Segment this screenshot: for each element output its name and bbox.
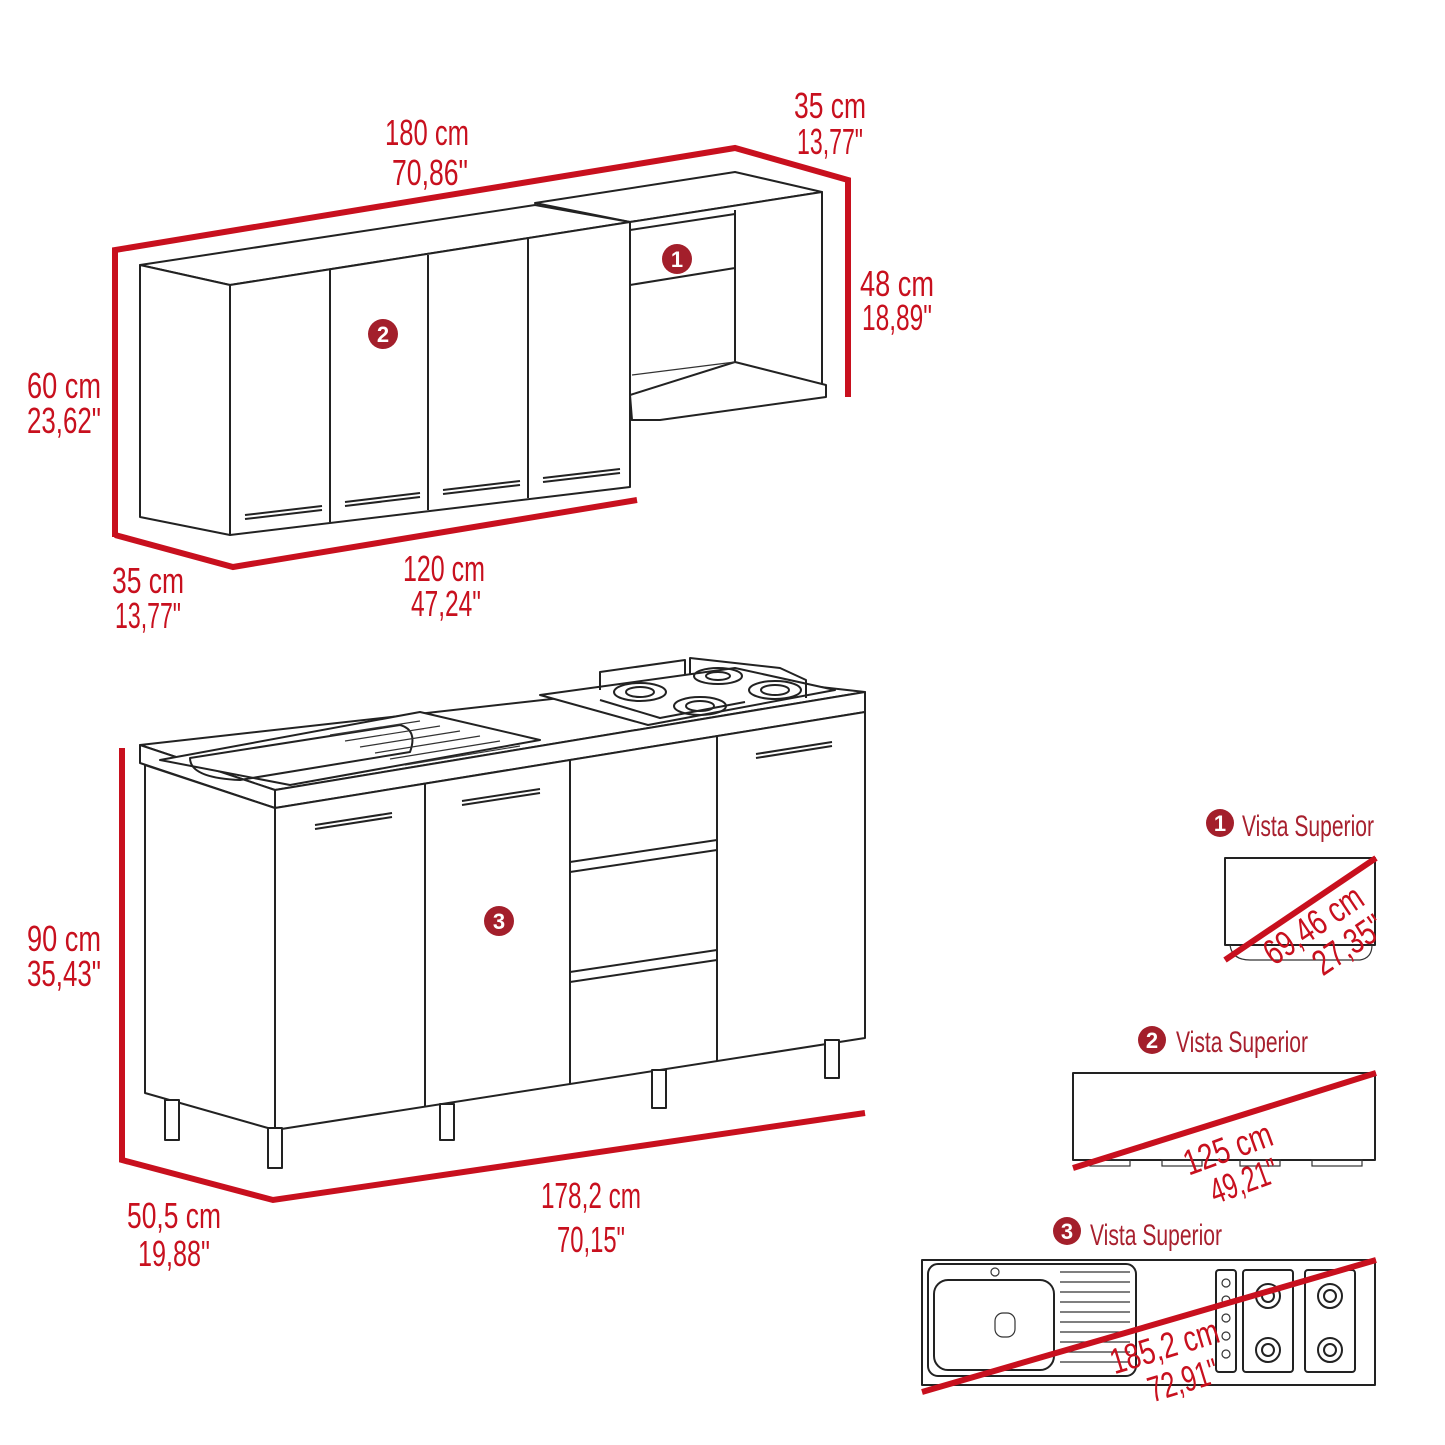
- label-upper-depth: 35 cm 13,77": [112, 560, 184, 636]
- svg-text:19,88": 19,88": [138, 1233, 210, 1274]
- svg-text:3: 3: [493, 909, 505, 934]
- svg-text:18,89": 18,89": [862, 297, 932, 338]
- svg-text:Vista Superior: Vista Superior: [1176, 1026, 1308, 1059]
- svg-text:13,77": 13,77": [115, 595, 181, 636]
- label-upper-width: 120 cm 47,24": [403, 548, 485, 624]
- svg-text:3: 3: [1061, 1219, 1073, 1244]
- svg-text:48 cm: 48 cm: [860, 263, 934, 304]
- upper-cabinet-drawing: [139, 171, 827, 536]
- badge-3: 3: [484, 906, 514, 936]
- svg-text:2: 2: [377, 322, 389, 347]
- cooktop: [539, 657, 836, 726]
- door-handles: [244, 468, 621, 520]
- svg-text:Vista Superior: Vista Superior: [1090, 1219, 1222, 1252]
- legs: [164, 1039, 840, 1169]
- svg-text:35 cm: 35 cm: [794, 85, 866, 126]
- svg-text:23,62": 23,62": [27, 400, 101, 441]
- door-handles: [314, 741, 833, 830]
- svg-text:70,15": 70,15": [557, 1219, 625, 1260]
- badge-1: 1: [662, 244, 692, 274]
- svg-text:180 cm: 180 cm: [385, 112, 469, 153]
- svg-text:35 cm: 35 cm: [112, 560, 184, 601]
- svg-text:50,5 cm: 50,5 cm: [127, 1195, 221, 1236]
- label-upper-height: 60 cm 23,62": [27, 365, 101, 441]
- top-view-1: 1 Vista Superior 69,46 cm 27,35": [1206, 809, 1392, 983]
- svg-text:47,24": 47,24": [411, 583, 481, 624]
- svg-text:35,43": 35,43": [27, 953, 101, 994]
- svg-text:Vista Superior: Vista Superior: [1242, 810, 1374, 843]
- svg-text:120 cm: 120 cm: [403, 548, 485, 589]
- top-view-2: 2 Vista Superior 125 cm 49,21": [1072, 1026, 1377, 1212]
- svg-text:1: 1: [1214, 811, 1226, 836]
- lower-dimension-lines: [119, 748, 866, 1204]
- svg-text:1: 1: [671, 247, 683, 272]
- cabinet-side: [144, 764, 276, 1131]
- label-180cm: 180 cm 70,86": [385, 112, 469, 193]
- sink: [159, 711, 541, 786]
- lower-cabinet-drawing: [139, 657, 866, 1169]
- upper-dimension-lines: [112, 144, 851, 571]
- svg-text:178,2 cm: 178,2 cm: [541, 1175, 641, 1216]
- label-lower-height: 90 cm 35,43": [27, 918, 101, 994]
- label-lower-depth: 50,5 cm 19,88": [127, 1195, 221, 1274]
- top-view-3: 3 Vista Superior 185,2 cm 72,91": [921, 1217, 1377, 1410]
- label-shelf-depth: 35 cm 13,77": [794, 85, 866, 162]
- drawers: [569, 839, 718, 983]
- svg-text:90 cm: 90 cm: [27, 918, 101, 959]
- svg-text:70,86": 70,86": [392, 152, 468, 193]
- svg-text:13,77": 13,77": [797, 121, 863, 162]
- drainboard-ridges: [329, 720, 521, 766]
- svg-text:60 cm: 60 cm: [27, 365, 101, 406]
- badge-2: 2: [368, 319, 398, 349]
- cabinet-side: [139, 264, 231, 536]
- label-lower-width: 178,2 cm 70,15": [541, 1175, 641, 1260]
- svg-text:2: 2: [1146, 1028, 1158, 1053]
- label-shelf-height: 48 cm 18,89": [860, 263, 934, 338]
